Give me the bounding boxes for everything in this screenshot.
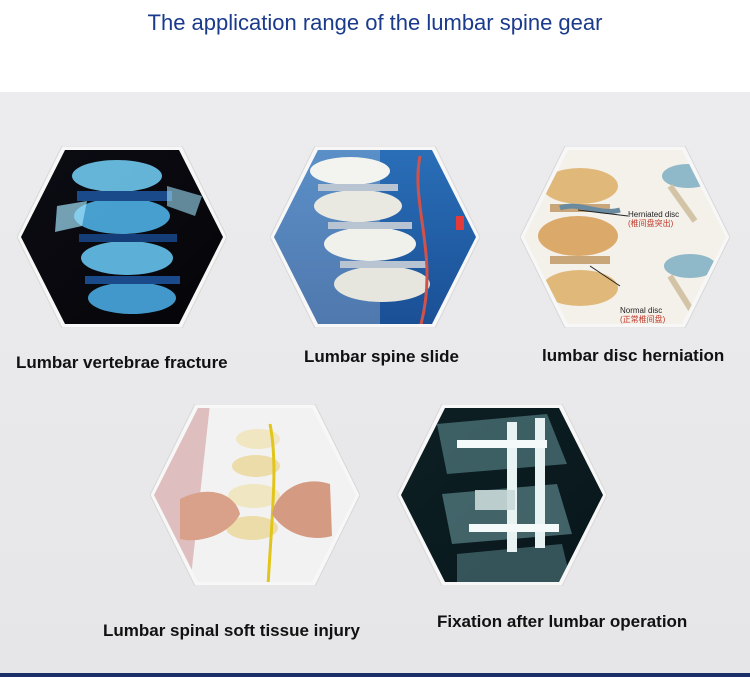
caption-soft-tissue: Lumbar spinal soft tissue injury [103, 621, 360, 640]
hands-holding-spine-model-image [150, 404, 360, 586]
header: The application range of the lumbar spin… [0, 0, 750, 92]
normal-disc-label: Normal disc (正常椎间盘) [620, 306, 666, 324]
spine-model-slide-image [270, 146, 480, 328]
caption-slide: Lumbar spine slide [304, 347, 459, 366]
caption-fracture: Lumbar vertebrae fracture [16, 353, 228, 372]
bottom-divider [0, 673, 750, 677]
caption-herniation: lumbar disc herniation [542, 346, 725, 365]
caption-fixation: Fixation after lumbar operation [437, 612, 688, 631]
disc-herniation-diagram-image: Herniated disc (椎间盘突出) Normal disc (正常椎间… [520, 146, 730, 328]
ct-scan-spine-fracture-image [17, 146, 227, 328]
herniated-disc-label: Herniated disc (椎间盘突出) [628, 210, 680, 228]
xray-spinal-fixation-image [397, 404, 607, 586]
page-title: The application range of the lumbar spin… [147, 10, 603, 35]
